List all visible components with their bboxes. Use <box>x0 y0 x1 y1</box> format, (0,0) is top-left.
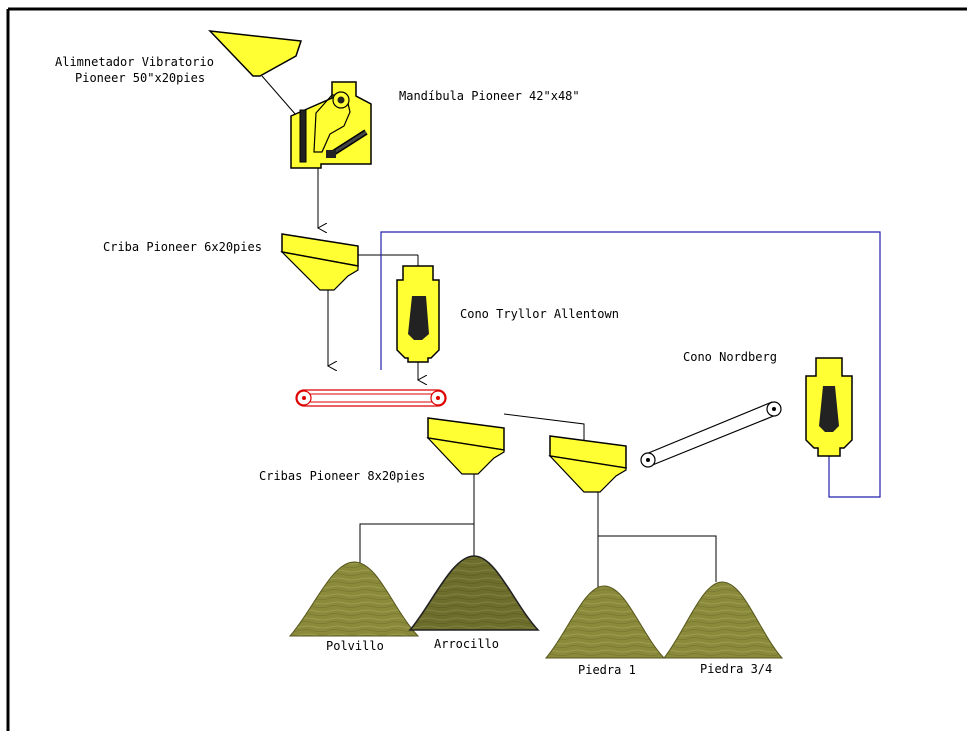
label-feeder-line1: Alimnetador Vibratorio <box>55 55 214 69</box>
screen-6x20-icon <box>280 233 359 291</box>
feeder-to-jaw-line <box>261 75 297 116</box>
recirculation-line <box>380 231 881 498</box>
label-feeder-line2: Pioneer 50"x20pies <box>75 71 205 85</box>
pile-polvillo-icon <box>288 561 420 637</box>
right-distribution-lines <box>597 492 717 592</box>
label-pile-polvillo: Polvillo <box>326 639 384 653</box>
left-distribution-lines <box>359 474 475 564</box>
label-pile-piedra34: Piedra 3/4 <box>700 662 772 676</box>
pile-piedra34-icon <box>662 581 784 659</box>
diagram-frame <box>6 7 967 731</box>
label-jaw-crusher: Mandíbula Pioneer 42"x48" <box>399 89 580 103</box>
cone-nordberg-icon <box>805 357 853 457</box>
vibrating-feeder-icon <box>208 30 303 77</box>
pile-arrocillo-icon <box>408 555 540 631</box>
conveyor-belt-icon <box>295 389 447 407</box>
inclined-conveyor-icon <box>640 401 782 468</box>
pile-piedra1-icon <box>544 585 666 659</box>
label-screens-8x20: Cribas Pioneer 8x20pies <box>259 469 425 483</box>
cone-tryllor-icon <box>396 265 440 363</box>
label-pile-arrocillo: Arrocillo <box>434 637 499 651</box>
label-pile-piedra1: Piedra 1 <box>578 663 636 677</box>
screen-8x20-right-icon <box>548 435 627 493</box>
screen-8x20-left-icon <box>426 417 505 475</box>
label-screen-6x20: Criba Pioneer 6x20pies <box>103 240 262 254</box>
screens-link-line <box>503 413 585 440</box>
label-cone-tryllor: Cono Tryllor Allentown <box>460 307 619 321</box>
label-cone-nordberg: Cono Nordberg <box>683 350 777 364</box>
jaw-crusher-icon <box>290 81 372 169</box>
